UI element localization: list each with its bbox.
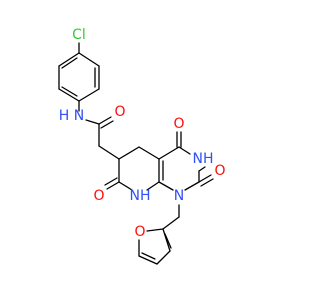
bond (118, 146, 140, 160)
bond (61, 57, 78, 69)
bond (158, 146, 180, 160)
bond (141, 252, 156, 260)
bond (58, 88, 80, 102)
bond (162, 216, 180, 230)
atom-labels: Cl N H O O NH O N NH O O (59, 27, 226, 240)
amide-hydrogen-label: H (59, 108, 70, 124)
bond (146, 228, 164, 232)
n3-nh-label: NH (193, 151, 214, 167)
bond (58, 52, 80, 67)
bond (78, 52, 100, 67)
bond (158, 181, 174, 191)
bond (106, 181, 120, 190)
bond (138, 255, 158, 265)
bond (200, 178, 214, 187)
chlorine-label: Cl (72, 27, 86, 43)
bond (118, 181, 133, 191)
bond (164, 233, 172, 249)
bond-lines (58, 42, 214, 265)
bond (138, 146, 160, 160)
bond (98, 116, 112, 125)
bond (198, 174, 212, 183)
bond (98, 145, 120, 160)
bond (100, 120, 114, 129)
bond (104, 177, 118, 186)
c2-oxygen-label: O (214, 163, 225, 179)
bond (184, 181, 200, 191)
furan-oxygen-label: O (134, 224, 145, 240)
amide-oxygen-label: O (114, 104, 125, 120)
lactam-oxygen-label: O (93, 188, 104, 204)
bond (78, 88, 100, 102)
amide-nitrogen-label: N (74, 108, 84, 124)
bond (178, 146, 191, 155)
c4-oxygen-label: O (173, 116, 184, 132)
bond (156, 250, 171, 265)
molecule-structure-diagram: Cl N H O O NH O N NH O O (58, 27, 226, 265)
bond (61, 86, 78, 97)
molecule-svg: Cl N H O O NH O N NH O O (58, 27, 226, 265)
bond (162, 228, 171, 252)
n8-nh-label: NH (130, 188, 151, 204)
bond (146, 181, 160, 191)
bond (198, 166, 206, 172)
bond (85, 119, 100, 125)
n1-nitrogen-label: N (174, 188, 184, 204)
